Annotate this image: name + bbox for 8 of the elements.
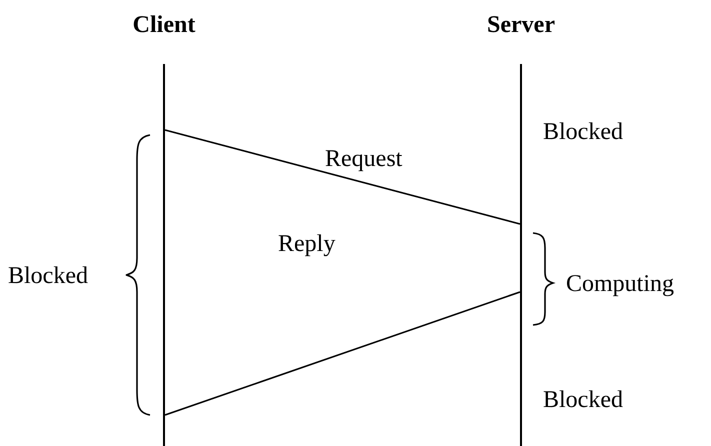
- state-label: Blocked: [8, 264, 88, 288]
- lifeline-heading: Server: [486, 12, 556, 39]
- state-label: Computing: [566, 272, 674, 296]
- state-label: Blocked: [543, 120, 623, 144]
- state-label: Blocked: [543, 388, 623, 412]
- lifeline-heading: Client: [132, 12, 196, 39]
- edge-label: Reply: [278, 232, 336, 256]
- edge-label: Request: [325, 147, 402, 171]
